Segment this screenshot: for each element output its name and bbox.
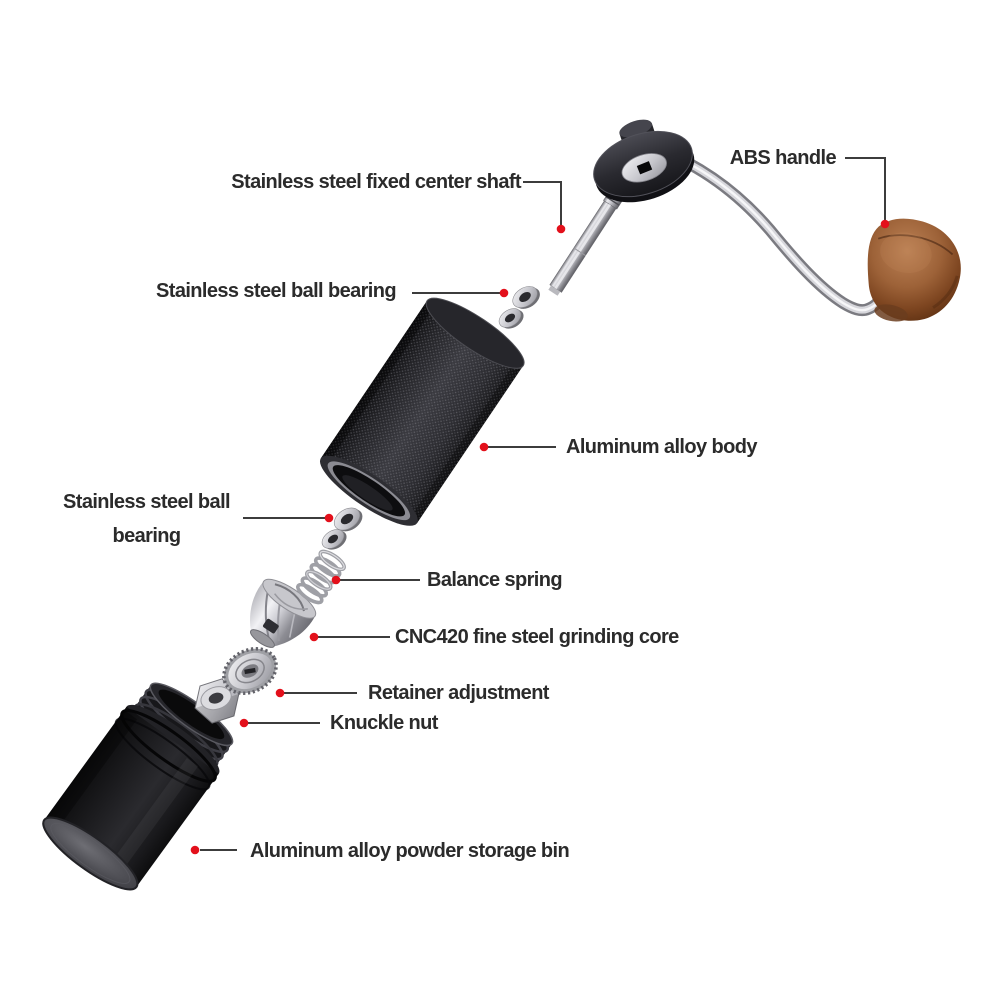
part-ball-bearing-lower-2	[321, 529, 347, 550]
label-grinding-core: CNC420 fine steel grinding core	[395, 626, 679, 648]
part-retainer-disc	[222, 647, 278, 695]
dot-retainer	[275, 688, 285, 698]
part-top-cap-disc	[593, 119, 695, 203]
part-ball-bearing-upper-1	[498, 308, 524, 329]
label-center-shaft: Stainless steel fixed center shaft	[231, 171, 521, 193]
part-aluminum-body	[319, 297, 525, 526]
dot-abs-handle	[880, 219, 890, 229]
label-ball-bearing-bottom: Stainless steel ball bearing	[63, 491, 231, 547]
part-storage-bin	[42, 682, 234, 891]
label-abs-handle: ABS handle	[729, 147, 837, 169]
part-ball-bearing-lower-1	[333, 507, 363, 532]
part-handle-knob	[867, 218, 961, 322]
part-knuckle-nut	[194, 678, 240, 724]
marker-dots	[190, 219, 890, 855]
dot-aluminum-body	[479, 442, 489, 452]
label-retainer-adjustment: Retainer adjustment	[368, 682, 549, 704]
part-balance-spring	[296, 549, 346, 605]
dot-center-shaft	[556, 224, 566, 234]
leader-abs-handle	[845, 157, 886, 220]
label-balance-spring: Balance spring	[427, 569, 563, 591]
part-ball-bearing-upper-2	[512, 286, 540, 309]
dot-knuckle-nut	[239, 718, 249, 728]
part-grinding-core	[250, 578, 317, 648]
dot-bearing-bottom	[324, 513, 334, 523]
label-storage-bin: Aluminum alloy powder storage bin	[250, 840, 570, 862]
dot-bearing-top	[499, 288, 509, 298]
dot-grinding-core	[309, 632, 319, 642]
leader-lines	[200, 157, 886, 851]
label-aluminum-body: Aluminum alloy body	[566, 436, 757, 458]
dot-storage-bin	[190, 845, 200, 855]
leader-center-shaft	[523, 181, 562, 225]
label-ball-bearing-top: Stainless steel ball bearing	[156, 280, 397, 302]
label-knuckle-nut: Knuckle nut	[330, 712, 438, 734]
dot-balance-spring	[331, 575, 341, 585]
part-crank-arm	[654, 144, 888, 317]
